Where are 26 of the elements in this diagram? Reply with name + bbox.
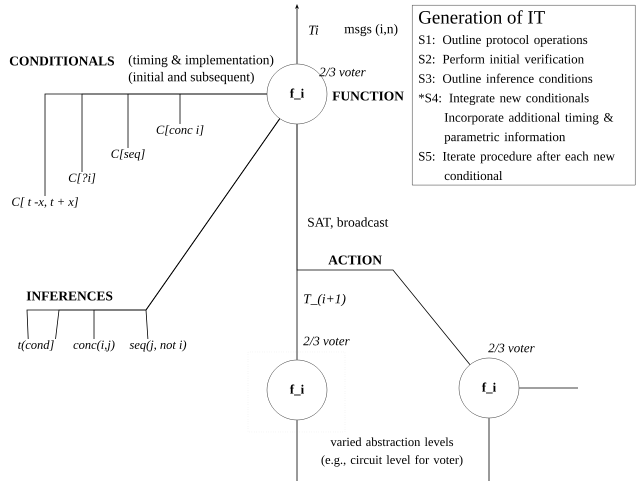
branch-label: C[ t -x, t + x]: [12, 197, 78, 208]
connector-line: [296, 124, 470, 365]
voter-label: 2/3 voter: [319, 68, 366, 76]
label-text: Ti: [309, 26, 318, 34]
branch-label: C[seq]: [111, 149, 145, 160]
label-text: FUNCTION: [332, 91, 404, 100]
branch-label: C[?i]: [68, 173, 96, 184]
note-text: varied abstraction levels (e.g., circuit level for voter): [322, 437, 463, 467]
voter-label: 2/3 voter: [303, 336, 350, 346]
label-text: ACTION: [328, 255, 382, 264]
label-text: CONDITIONALS: [10, 56, 114, 66]
branch-label: seq(j, not i): [130, 340, 186, 352]
branch-label: t(cond]: [18, 340, 54, 352]
label-text: INFERENCES: [26, 291, 112, 300]
label-text: SAT, broadcast: [308, 217, 388, 229]
label-text: msgs (i,n): [344, 24, 398, 36]
label-text: (initial and subsequent): [128, 72, 254, 84]
connector-line: [296, 420, 298, 481]
steps-panel: Generation of IT S1: Outline protocol operations S2: Perform initial verification S3: Outline inference conditions *S4: Integrate new conditionals Incorporate additional timing & parametric information S5: Iterate procedure after each new conditional: [412, 5, 636, 186]
branch-label: conc(i,j): [73, 340, 115, 352]
voter-label: 2/3 voter: [488, 344, 535, 352]
label-text: (timing & implementation): [128, 54, 274, 68]
label-text: T_(i+1): [304, 294, 346, 306]
connector-line: [180, 94, 268, 124]
connector-line: [488, 418, 490, 481]
branch-label: C[conc i]: [156, 125, 204, 136]
